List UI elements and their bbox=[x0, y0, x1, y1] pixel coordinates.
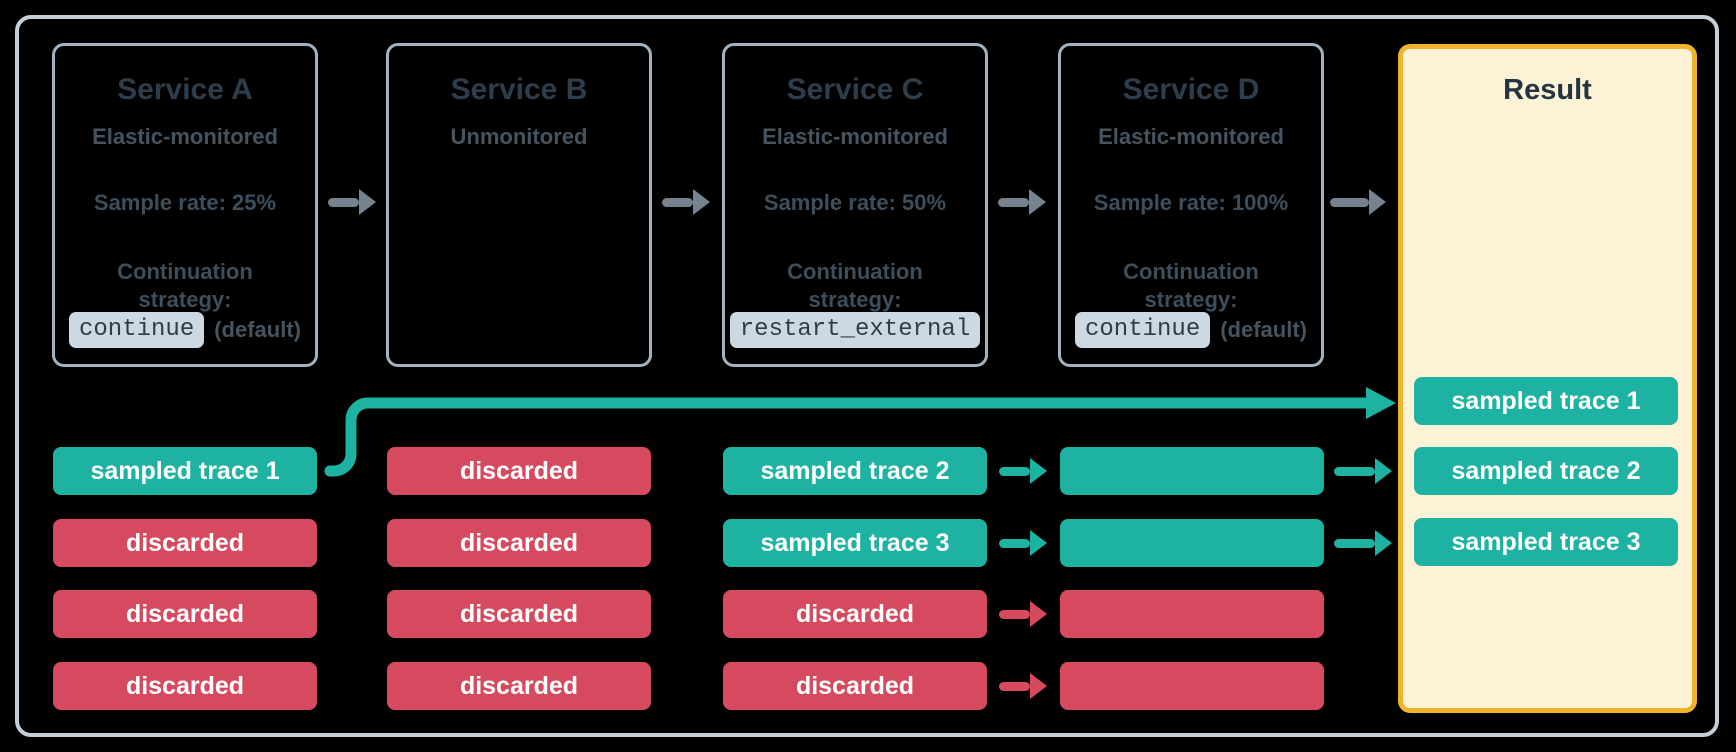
result-trace-2: sampled trace 2 bbox=[1414, 447, 1678, 495]
trace-arrow-c-d-2-icon bbox=[999, 530, 1047, 556]
trace-arrow-c-d-1-icon bbox=[999, 458, 1047, 484]
service-a-strategy-badge: continue bbox=[69, 312, 205, 348]
trace-box-b-3: discarded bbox=[387, 590, 651, 638]
service-d-sample-rate: Sample rate: 100% bbox=[1093, 190, 1289, 215]
trace-box-d-1 bbox=[1060, 447, 1324, 495]
outer-container bbox=[15, 15, 1719, 737]
trace-box-c-1: sampled trace 2 bbox=[723, 447, 987, 495]
service-b-title: Service B bbox=[450, 73, 588, 106]
service-c-continuation-label: Continuation strategy: bbox=[787, 259, 923, 312]
trace-box-a-3: discarded bbox=[53, 590, 317, 638]
service-a-sample-rate: Sample rate: 25% bbox=[93, 190, 277, 215]
trace-arrow-d-result-2-icon bbox=[1334, 458, 1392, 484]
flow-arrow-a-b-icon bbox=[328, 189, 376, 215]
trace-box-b-2: discarded bbox=[387, 519, 651, 567]
service-c-sample-rate: Sample rate: 50% bbox=[763, 190, 947, 215]
service-b-card: Service B Unmonitored bbox=[386, 43, 652, 367]
trace-box-c-2: sampled trace 3 bbox=[723, 519, 987, 567]
service-a-continuation-label: Continuation strategy: bbox=[117, 259, 253, 312]
result-trace-3: sampled trace 3 bbox=[1414, 518, 1678, 566]
trace-box-d-3 bbox=[1060, 590, 1324, 638]
service-d-strategy-badge: continue bbox=[1075, 312, 1211, 348]
result-title: Result bbox=[1503, 74, 1592, 106]
service-c-subtitle: Elastic-monitored bbox=[762, 124, 948, 149]
flow-arrow-b-c-icon bbox=[662, 189, 710, 215]
service-d-title: Service D bbox=[1122, 73, 1260, 106]
service-a-strategy-default: (default) bbox=[214, 317, 301, 342]
trace-box-c-3: discarded bbox=[723, 590, 987, 638]
trace-box-b-4: discarded bbox=[387, 662, 651, 710]
service-a-strategy: continue (default) bbox=[55, 312, 315, 348]
trace-box-a-1: sampled trace 1 bbox=[53, 447, 317, 495]
service-a-card: Service A Elastic-monitored Sample rate:… bbox=[52, 43, 318, 367]
service-d-strategy-default: (default) bbox=[1220, 317, 1307, 342]
result-trace-1: sampled trace 1 bbox=[1414, 377, 1678, 425]
service-d-continuation-label: Continuation strategy: bbox=[1123, 259, 1259, 312]
service-d-card: Service D Elastic-monitored Sample rate:… bbox=[1058, 43, 1324, 367]
trace-box-b-1: discarded bbox=[387, 447, 651, 495]
service-a-subtitle: Elastic-monitored bbox=[92, 124, 278, 149]
trace-box-d-2 bbox=[1060, 519, 1324, 567]
trace-arrow-d-result-3-icon bbox=[1334, 530, 1392, 556]
trace-box-d-4 bbox=[1060, 662, 1324, 710]
flow-arrow-c-d-icon bbox=[998, 189, 1046, 215]
trace-box-a-2: discarded bbox=[53, 519, 317, 567]
service-d-subtitle: Elastic-monitored bbox=[1098, 124, 1284, 149]
service-c-strategy: restart_external bbox=[725, 312, 985, 348]
service-c-strategy-badge: restart_external bbox=[729, 312, 981, 348]
service-d-strategy: continue (default) bbox=[1061, 312, 1321, 348]
service-b-subtitle: Unmonitored bbox=[450, 124, 588, 149]
trace-box-c-4: discarded bbox=[723, 662, 987, 710]
trace-arrow-c-d-3-icon bbox=[999, 601, 1047, 627]
service-c-title: Service C bbox=[786, 73, 924, 106]
trace-box-a-4: discarded bbox=[53, 662, 317, 710]
service-c-card: Service C Elastic-monitored Sample rate:… bbox=[722, 43, 988, 367]
trace-arrow-c-d-4-icon bbox=[999, 673, 1047, 699]
service-a-title: Service A bbox=[117, 73, 253, 106]
flow-arrow-d-result-icon bbox=[1330, 189, 1386, 215]
